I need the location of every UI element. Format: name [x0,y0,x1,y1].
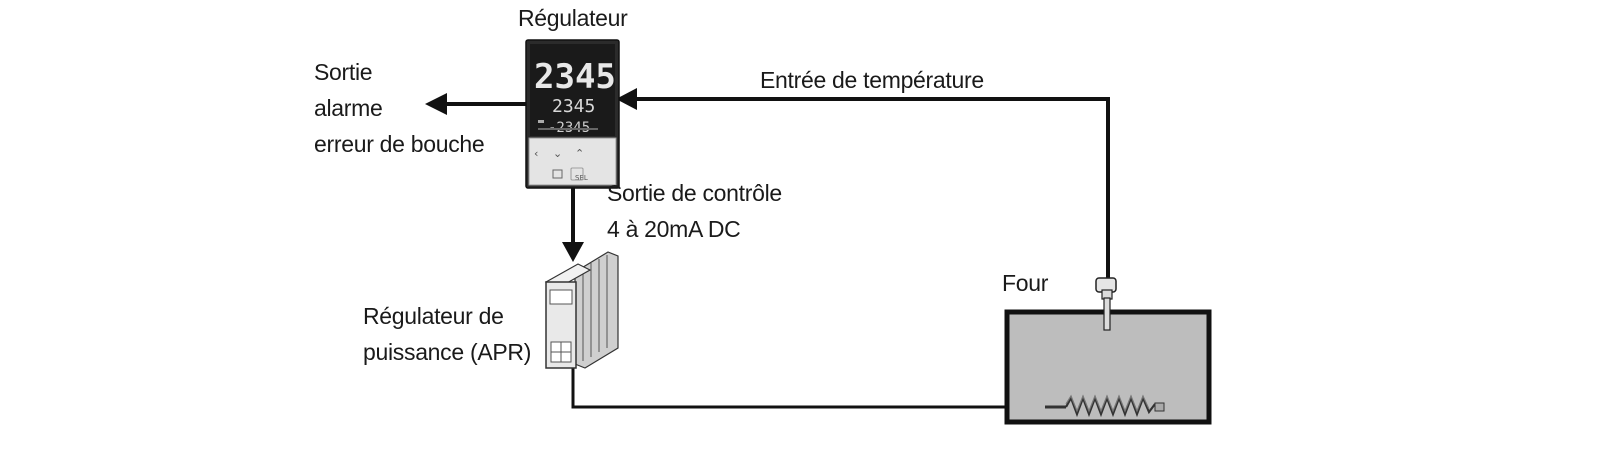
power-regulator-icon [544,251,619,369]
label-sortie-controle-line-1: Sortie de contrôle [607,180,782,206]
label-sortie-alarme: Sortie alarme erreur de bouche [314,54,485,162]
label-four: Four [1002,270,1049,296]
control-output-arrow [562,186,584,262]
alarm-output-arrow [425,93,526,115]
label-sortie-alarme-line-3: erreur de bouche [314,131,485,157]
label-entree-temperature: Entrée de température [760,67,984,93]
label-sortie-alarme-line-2: alarme [314,95,383,121]
svg-text:‹: ‹ [534,147,538,160]
thermocouple-icon [1095,277,1117,331]
sv-display: 2345 [552,96,595,117]
label-regulateur-puissance: Régulateur de puissance (APR) [363,298,531,370]
label-sortie-controle: Sortie de contrôle 4 à 20mA DC [607,175,782,247]
svg-text:SEL: SEL [575,174,588,182]
label-sortie-alarme-line-1: Sortie [314,59,373,85]
svg-text:⌄: ⌄ [553,147,562,160]
power-line [571,367,1045,409]
label-regulateur: Régulateur [518,5,628,31]
label-regulateur-puissance-line-1: Régulateur de [363,303,504,329]
label-regulateur-puissance-line-2: puissance (APR) [363,339,532,365]
svg-text:⌃: ⌃ [575,147,584,160]
temperature-regulator-icon: 2345 2345 -2345 ‹ ⌄ ⌃ SEL [525,39,620,189]
heating-element-icon [1045,394,1165,418]
label-sortie-controle-line-2: 4 à 20mA DC [607,216,741,242]
temperature-input-line [616,88,1110,282]
pv-display: 2345 [534,57,616,97]
